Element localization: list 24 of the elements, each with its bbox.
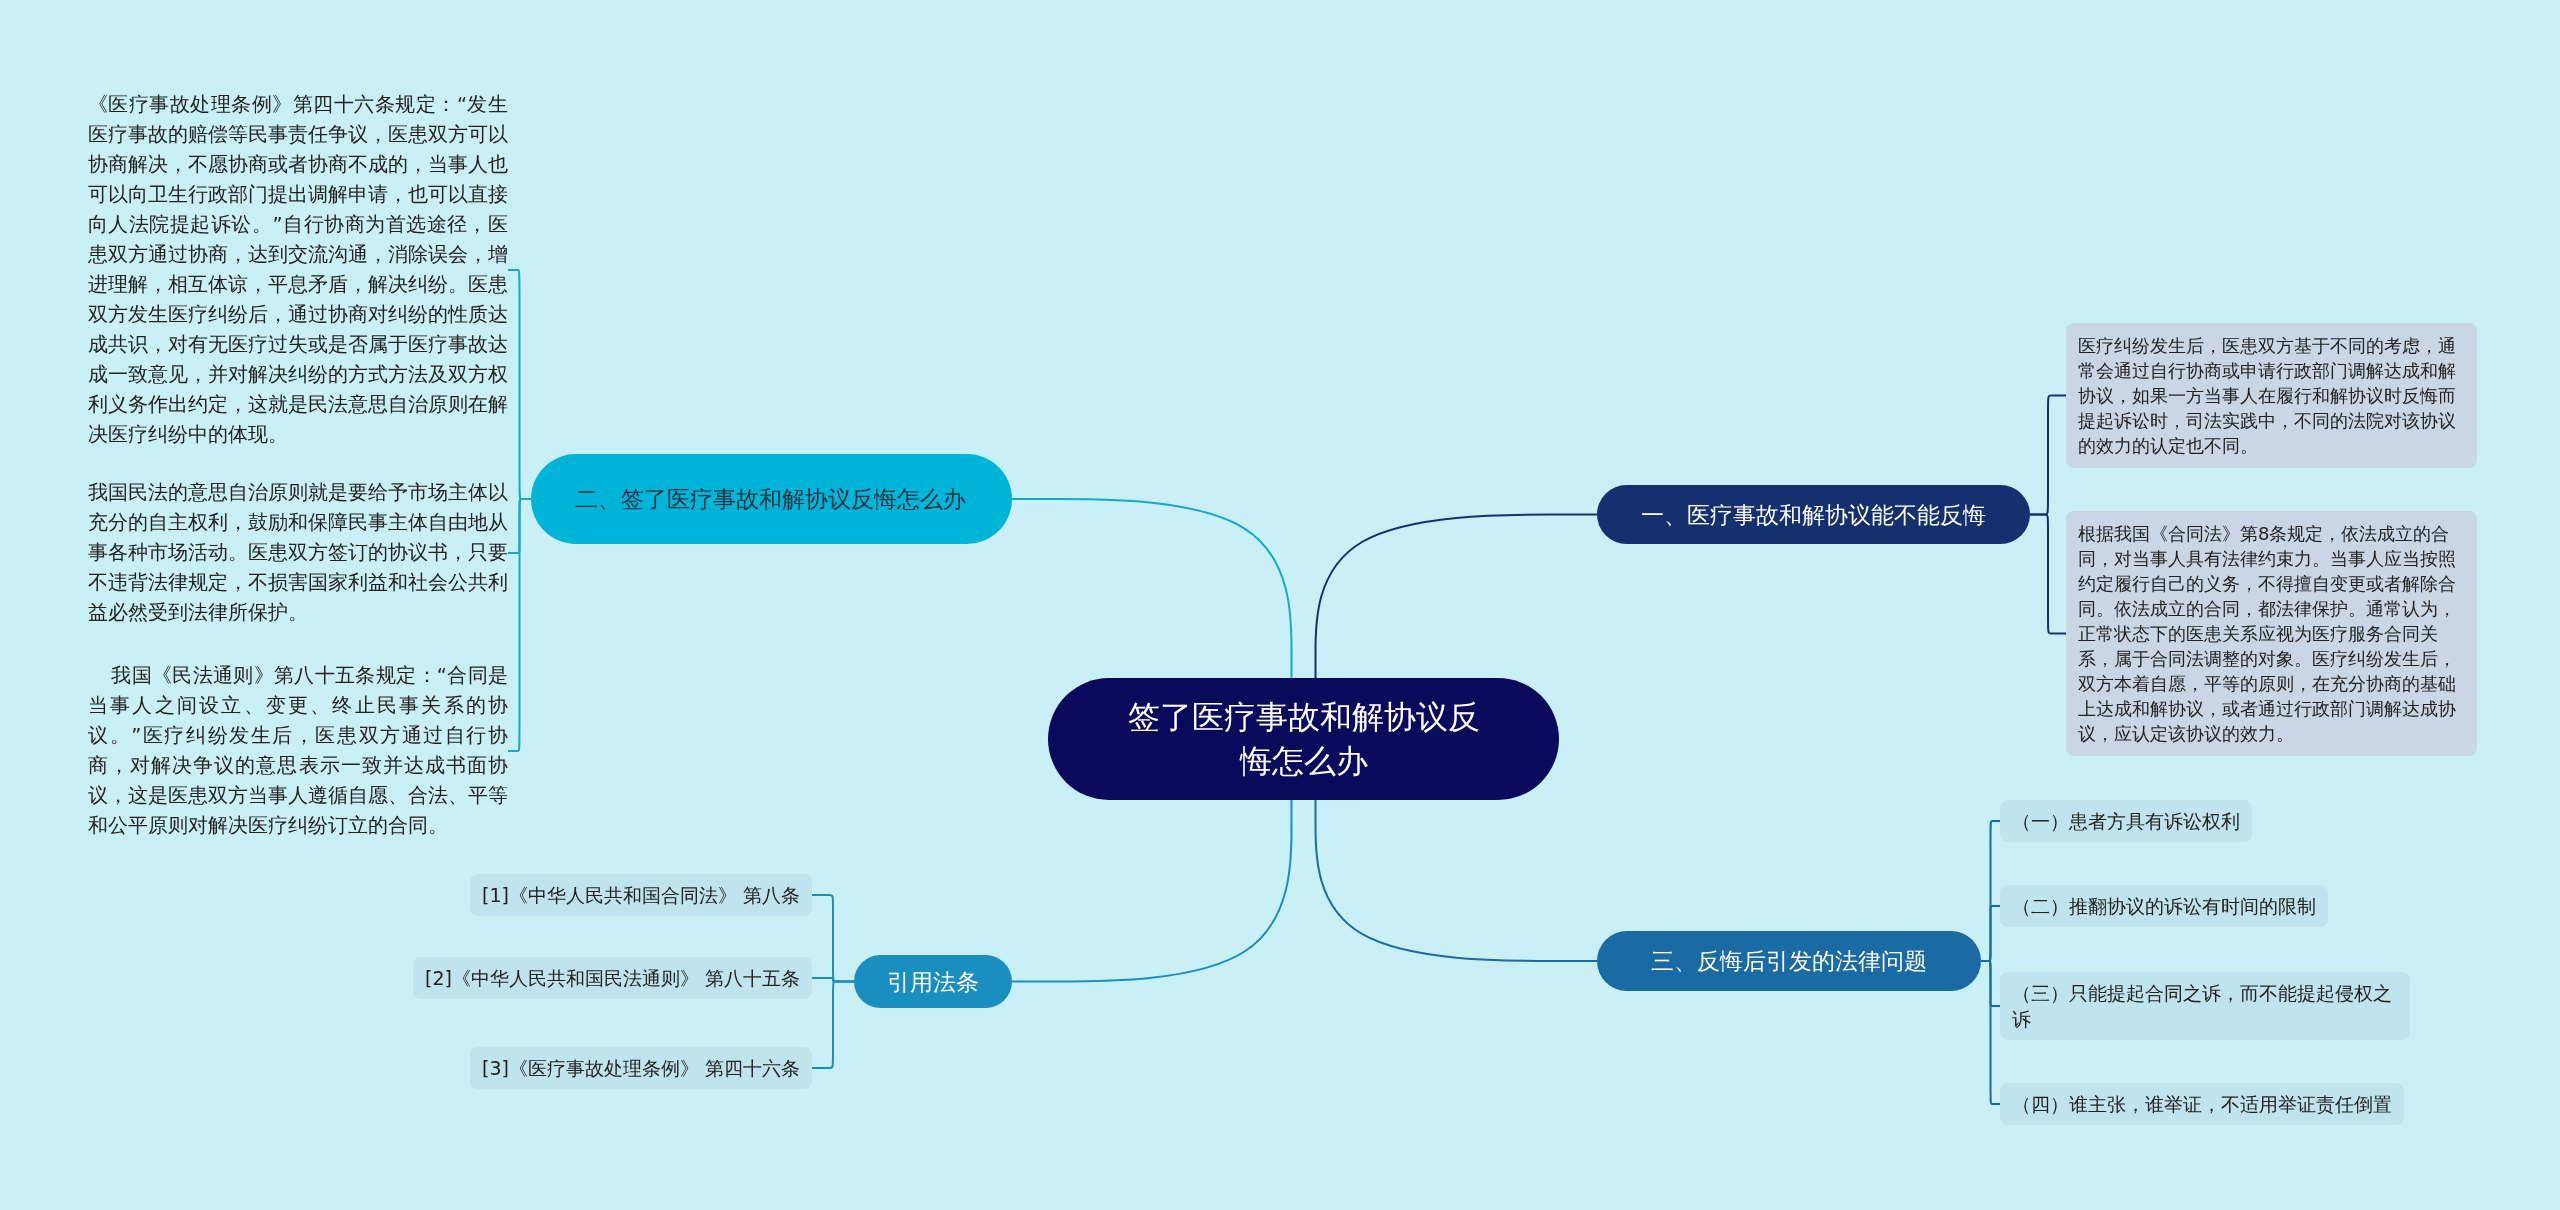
subtopic-card: （四）谁主张，谁举证，不适用举证责任倒置 [2000,1083,2404,1125]
subtopic-card: （一）患者方具有诉讼权利 [2000,800,2252,842]
connector-line [507,498,532,752]
reference-card: [3]《医疗事故处理条例》 第四十六条 [470,1047,812,1089]
subtopic-card: （三）只能提起合同之诉，而不能提起侵权之诉 [2000,972,2410,1040]
topic-pill: 三、反悔后引发的法律问题 [1597,931,1981,991]
note-card: 医疗纠纷发生后，医患双方基于不同的考虑，通常会通过自行协商或申请行政部门调解达成和解协议，如果一方当事人在履行和解协议时反悔而提起诉讼时，司法实践中，不同的法院对该协议的效力的认定也不同。 [2066,323,2477,468]
paragraph: 《医疗事故处理条例》第四十六条规定：“发生医疗事故的赔偿等民事责任争议，医患双方可以协商解决，不愿协商或者协商不成的，当事人也可以向卫生行政部门提出调解申请，也可以直接向人法院提起诉讼。”自行协商为首选途径，医患双方通过协商，达到交流沟通，消除误会，增进理解，相互体谅，平息矛盾，解决纠纷。医患双方发生医疗纠纷后，通过协商对纠纷的性质达成共识，对有无医疗过失或是否属于医疗事故达成一致意见，并对解决纠纷的方式方法及双方权利义务作出约定，这就是民法意思自治原则在解决医疗纠纷中的体现。 [88,90,508,450]
subtopic-card: （二）推翻协议的诉讼有时间的限制 [2000,885,2328,927]
central-topic: 签了医疗事故和解协议反悔怎么办 [1048,678,1559,800]
topic-pill: 一、医疗事故和解协议能不能反悔 [1597,485,2030,544]
connector-line [1011,498,1293,679]
topic-pill: 引用法条 [854,955,1012,1008]
paragraph: 我国民法的意思自治原则就是要给予市场主体以充分的自主权利，鼓励和保障民事主体自由地从事各种市场活动。医患双方签订的协议书，只要不违背法律规定，不损害国家利益和社会公共利益必然受到法律所保护。 [88,478,508,628]
connector-line [1011,799,1293,983]
connector-line [1314,799,1598,962]
reference-card: [1]《中华人民共和国合同法》 第八条 [470,874,812,916]
reference-card: [2]《中华人民共和国民法通则》 第八十五条 [413,957,812,999]
note-card: 根据我国《合同法》第8条规定，依法成立的合同，对当事人具有法律约束力。当事人应当按照约定履行自己的义务，不得擅自变更或者解除合同。依法成立的合同，都法律保护。通常认为，正常状态下的医患关系应视为医疗服务合同关系，属于合同法调整的对象。医疗纠纷发生后，双方本着自愿，平等的原则，在充分协商的基础上达成和解协议，或者通过行政部门调解达成协议，应认定该协议的效力。 [2066,511,2477,756]
paragraph: 我国《民法通则》第八十五条规定：“合同是当事人之间设立、变更、终止民事关系的协议。”医疗纠纷发生后，医患双方通过自行协商，对解决争议的意思表示一致并达成书面协议，这是医患双方当事人遵循自愿、合法、平等和公平原则对解决医疗纠纷订立的合同。 [88,661,508,841]
topic-pill: 二、签了医疗事故和解协议反悔怎么办 [531,454,1012,544]
connector-line [2029,513,2067,635]
connector-line [1314,513,1598,679]
connector-line [811,980,855,1069]
